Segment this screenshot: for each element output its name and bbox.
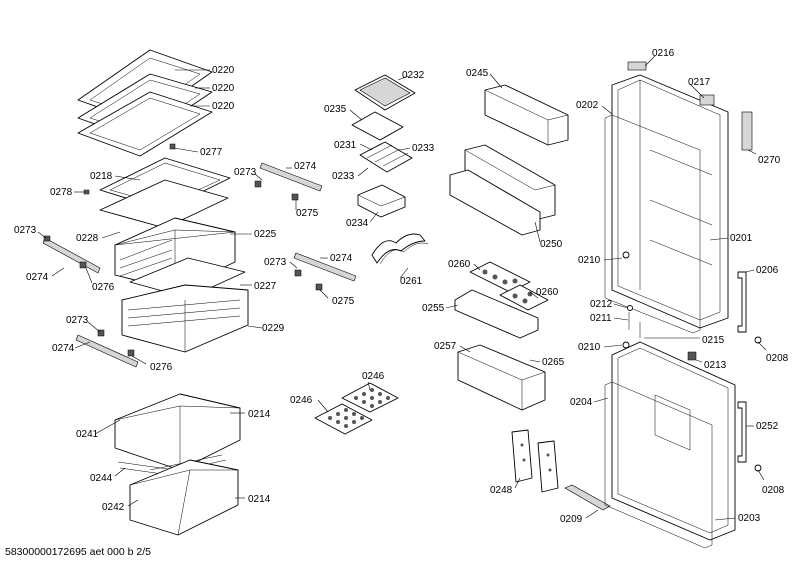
callout-0233-a: 0233: [412, 143, 435, 154]
callout-0273-a: 0273: [14, 225, 37, 236]
callout-0203: 0203: [738, 513, 761, 524]
callout-0231: 0231: [334, 140, 357, 151]
callout-0260-b: 0260: [536, 287, 559, 298]
glass-shelves: [77, 49, 213, 157]
callout-0201: 0201: [730, 233, 753, 244]
callout-0210-b: 0210: [578, 342, 601, 353]
callout-0252: 0252: [756, 421, 779, 432]
callout-0250: 0250: [540, 239, 563, 250]
callout-0232: 0232: [402, 70, 425, 81]
slide-rails-left: [42, 235, 139, 368]
callout-0246-b: 0246: [362, 371, 385, 382]
document-reference: 58300000172695 aet 000 b 2/5: [5, 546, 151, 558]
callout-0241: 0241: [76, 429, 99, 440]
callout-0273-d: 0273: [264, 257, 287, 268]
callout-0216: 0216: [652, 48, 675, 59]
callout-0276-b: 0276: [150, 362, 173, 373]
callout-0244: 0244: [90, 473, 113, 484]
door-shelf-large: [449, 144, 556, 236]
callout-0277: 0277: [200, 147, 223, 158]
callout-0208-b: 0208: [762, 485, 785, 496]
callout-0278: 0278: [50, 187, 73, 198]
callout-0212: 0212: [590, 299, 613, 310]
callout-0255: 0255: [422, 303, 445, 314]
lower-door-seal: [604, 381, 713, 549]
callout-0275-b: 0275: [332, 296, 355, 307]
callout-0206: 0206: [756, 265, 779, 276]
small-box: [357, 184, 406, 218]
drawer-lower: [121, 284, 249, 353]
egg-holders: [469, 261, 549, 311]
leader-lines: [37, 55, 767, 521]
flap-cover: [564, 484, 611, 511]
upper-door-seal: [604, 114, 701, 334]
callout-0234: 0234: [346, 218, 369, 229]
insulation-plate: [351, 111, 404, 141]
callout-0246-a: 0246: [290, 395, 313, 406]
callout-0245: 0245: [466, 68, 489, 79]
callout-0211: 0211: [590, 313, 612, 324]
callout-0242: 0242: [102, 502, 125, 513]
callout-0202: 0202: [576, 100, 599, 111]
callout-0273-b: 0273: [66, 315, 89, 326]
door-shelf-small: [484, 84, 569, 146]
upper-door: [611, 74, 729, 329]
callout-0260-a: 0260: [448, 259, 471, 270]
callout-0220-a: 0220: [212, 65, 235, 76]
callout-0270: 0270: [758, 155, 781, 166]
door-hardware: [622, 61, 762, 472]
callout-0204: 0204: [570, 397, 593, 408]
callout-0261: 0261: [400, 276, 423, 287]
lower-door: [611, 341, 736, 541]
callout-0225: 0225: [254, 229, 277, 240]
callout-0215: 0215: [702, 335, 725, 346]
callout-0274-a: 0274: [26, 272, 49, 283]
callout-0275-a: 0275: [296, 208, 319, 219]
callout-0233-b: 0233: [332, 171, 355, 182]
callout-0208-a: 0208: [766, 353, 789, 364]
callout-0220-c: 0220: [212, 101, 235, 112]
callout-0273-c: 0273: [234, 167, 257, 178]
callout-0227: 0227: [254, 281, 277, 292]
callout-0213: 0213: [704, 360, 727, 371]
callout-0276-a: 0276: [92, 282, 115, 293]
ice-trays: [314, 382, 399, 435]
callout-0217: 0217: [688, 77, 711, 88]
part-callouts: 0220 0220 0220 0277 0218 0278 0228 0225 …: [14, 48, 789, 525]
vegetable-bin-lower: [129, 459, 239, 536]
callout-0214-a: 0214: [248, 409, 271, 420]
callout-0248: 0248: [490, 485, 513, 496]
egg-tray-assembly: [359, 141, 413, 173]
slide-rails-center: [254, 162, 357, 291]
dairy-compartment: [454, 289, 539, 339]
callout-0220-b: 0220: [212, 83, 235, 94]
vegetable-bin-upper: [114, 393, 241, 471]
callout-0274-d: 0274: [330, 253, 353, 264]
top-cover: [354, 74, 416, 111]
callout-0229: 0229: [262, 323, 285, 334]
callout-0214-b: 0214: [248, 494, 271, 505]
callout-0265: 0265: [542, 357, 565, 368]
bottle-shelf: [457, 344, 546, 411]
callout-0210-a: 0210: [578, 255, 601, 266]
wine-rack: [371, 233, 429, 265]
callout-0274-c: 0274: [294, 161, 317, 172]
callout-0257: 0257: [434, 341, 457, 352]
callout-0228: 0228: [76, 233, 99, 244]
callout-0274-b: 0274: [52, 343, 75, 354]
callout-0218: 0218: [90, 171, 113, 182]
callout-0235: 0235: [324, 104, 347, 115]
shelf-with-frame: [83, 157, 231, 229]
callout-0209: 0209: [560, 514, 583, 525]
cold-packs: [511, 429, 559, 493]
